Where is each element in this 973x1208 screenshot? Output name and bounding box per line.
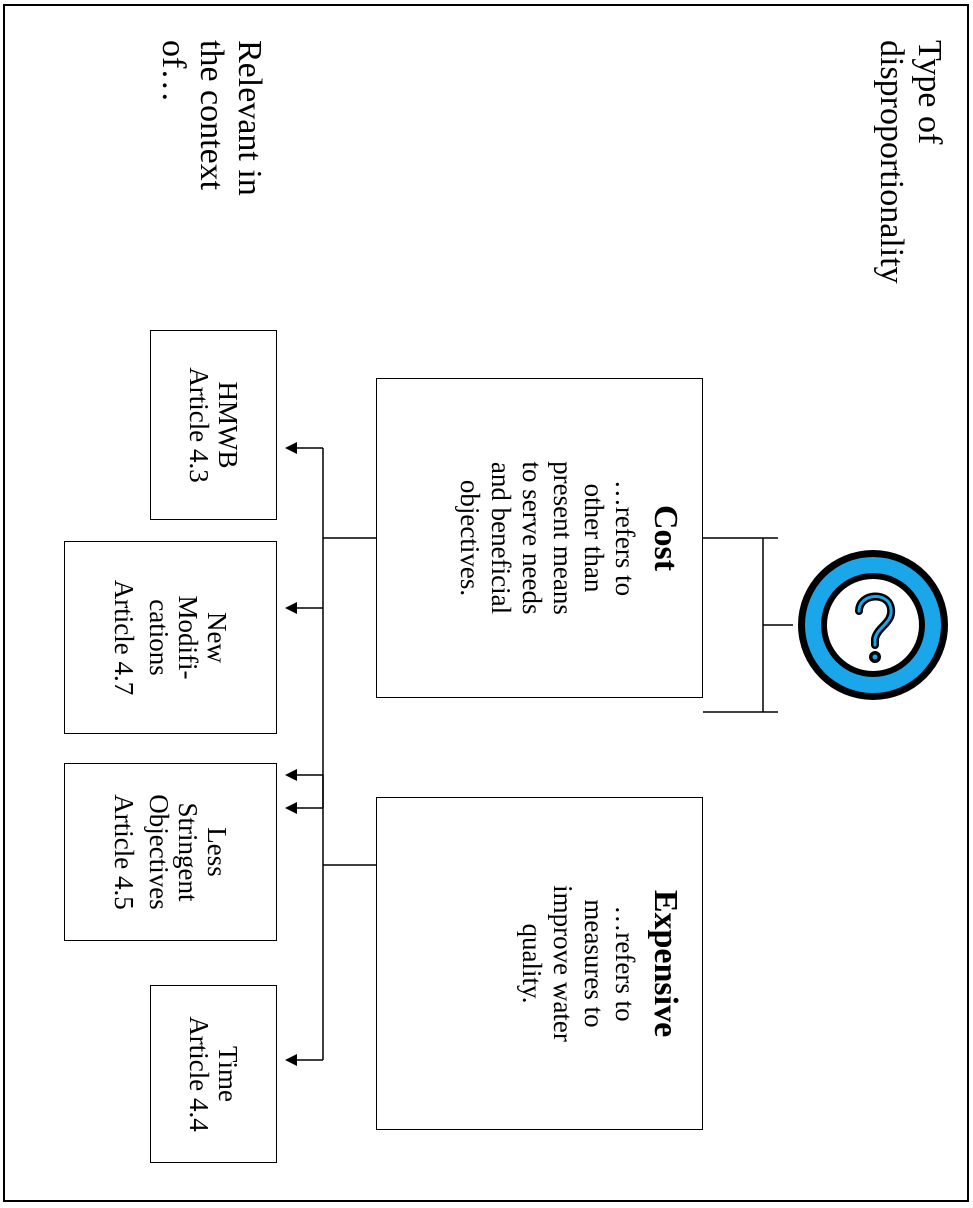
context-box-time: Time Article 4.4 bbox=[150, 985, 277, 1163]
cost-title: Cost bbox=[647, 504, 684, 572]
context-article: Article 4.3 bbox=[184, 367, 215, 483]
context-line-3: cations bbox=[144, 599, 175, 676]
expensive-description: …refers to measures to improve water qua… bbox=[517, 885, 640, 1042]
context-line-1: HMWB bbox=[213, 381, 244, 469]
context-line-2: Stringent bbox=[173, 802, 204, 902]
cost-box: Cost …refers to other than present means… bbox=[376, 378, 703, 698]
context-line-3: Objectives bbox=[144, 794, 175, 910]
question-mark-icon bbox=[798, 550, 948, 700]
context-box-new-modifications: New Modifi- cations Article 4.7 bbox=[64, 541, 277, 734]
context-article: Article 4.5 bbox=[109, 794, 140, 910]
context-article: Article 4.4 bbox=[184, 1016, 215, 1132]
context-line-1: New bbox=[202, 612, 233, 663]
cost-description: …refers to other than present means to s… bbox=[455, 461, 640, 615]
expensive-box: Expensive …refers to measures to improve… bbox=[376, 797, 703, 1130]
context-box-hmwb: HMWB Article 4.3 bbox=[150, 330, 277, 520]
context-line-1: Less bbox=[202, 827, 233, 877]
context-line-2: Modifi- bbox=[173, 595, 204, 680]
context-box-less-stringent: Less Stringent Objectives Article 4.5 bbox=[64, 763, 277, 941]
context-line-1: Time bbox=[213, 1045, 244, 1103]
expensive-title: Expensive bbox=[647, 889, 684, 1038]
context-article: Article 4.7 bbox=[109, 579, 140, 696]
